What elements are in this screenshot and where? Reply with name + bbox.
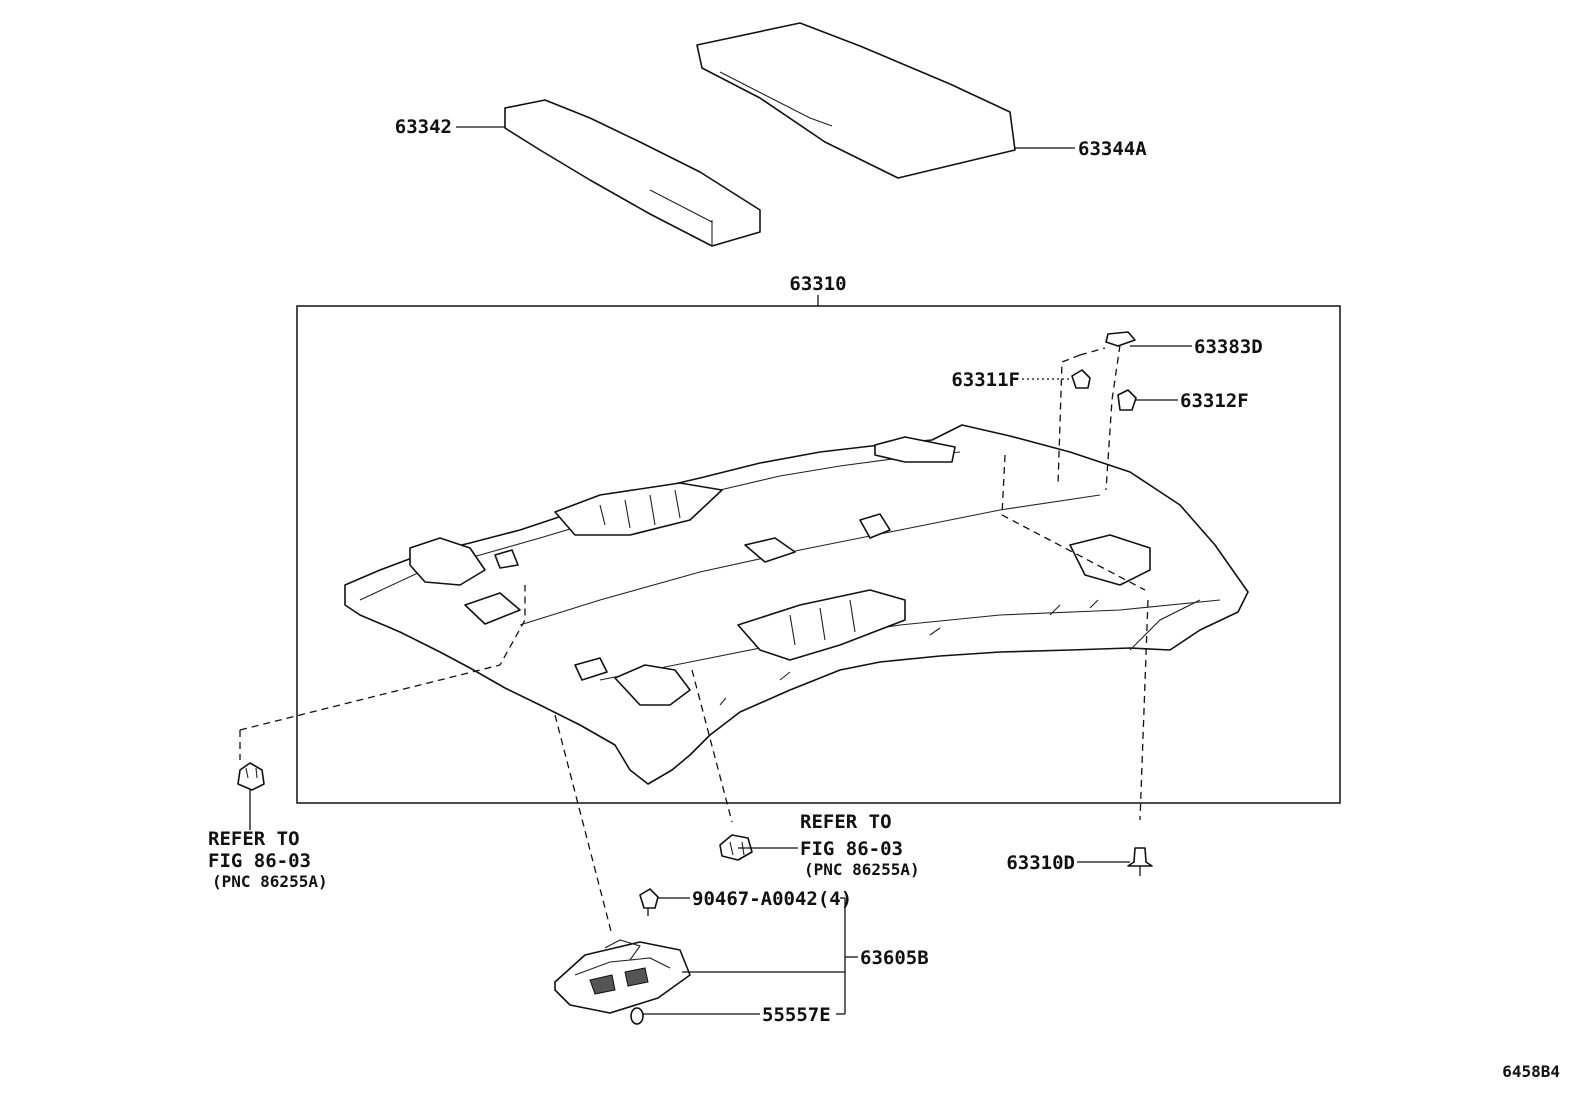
clip-left-86255a[interactable] <box>237 762 265 791</box>
label-63310d: 63310D <box>1006 852 1075 874</box>
refer-left-line1: REFER TO <box>208 828 300 850</box>
label-63344a: 63344A <box>1078 138 1147 160</box>
interior-lamp-63605b[interactable] <box>554 939 691 1014</box>
refer-center-line3: (PNC 86255A) <box>804 860 920 879</box>
label-63605b: 63605B <box>860 947 929 969</box>
refer-left-line3: (PNC 86255A) <box>212 872 328 891</box>
refer-center-line1: REFER TO <box>800 811 892 833</box>
label-55557e: 55557E <box>762 1004 831 1026</box>
pad-63344a[interactable] <box>696 22 1016 179</box>
label-63312f: 63312F <box>1180 390 1249 412</box>
label-63311f: 63311F <box>951 369 1020 391</box>
label-90467-a0042: 90467-A0042(4) <box>692 888 852 910</box>
clip-63311f[interactable] <box>1071 369 1091 389</box>
label-frame-63310: 63310 <box>789 273 846 295</box>
clip-63383d[interactable] <box>1105 331 1136 347</box>
clip-center-86255a[interactable] <box>719 834 753 861</box>
clip-63310d[interactable] <box>1127 847 1153 876</box>
pad-63342[interactable] <box>504 99 761 247</box>
refer-center-line2: FIG 86-03 <box>800 838 903 860</box>
screw-90467-a0042[interactable] <box>639 888 659 916</box>
diagram-id: 6458B4 <box>1502 1062 1560 1081</box>
bulb-55557e[interactable] <box>630 1007 644 1025</box>
clip-63312f[interactable] <box>1117 389 1137 411</box>
roof-headliner-63310[interactable] <box>344 424 1249 785</box>
label-63383d: 63383D <box>1194 336 1263 358</box>
label-63342: 63342 <box>395 116 452 138</box>
refer-left-line2: FIG 86-03 <box>208 850 311 872</box>
